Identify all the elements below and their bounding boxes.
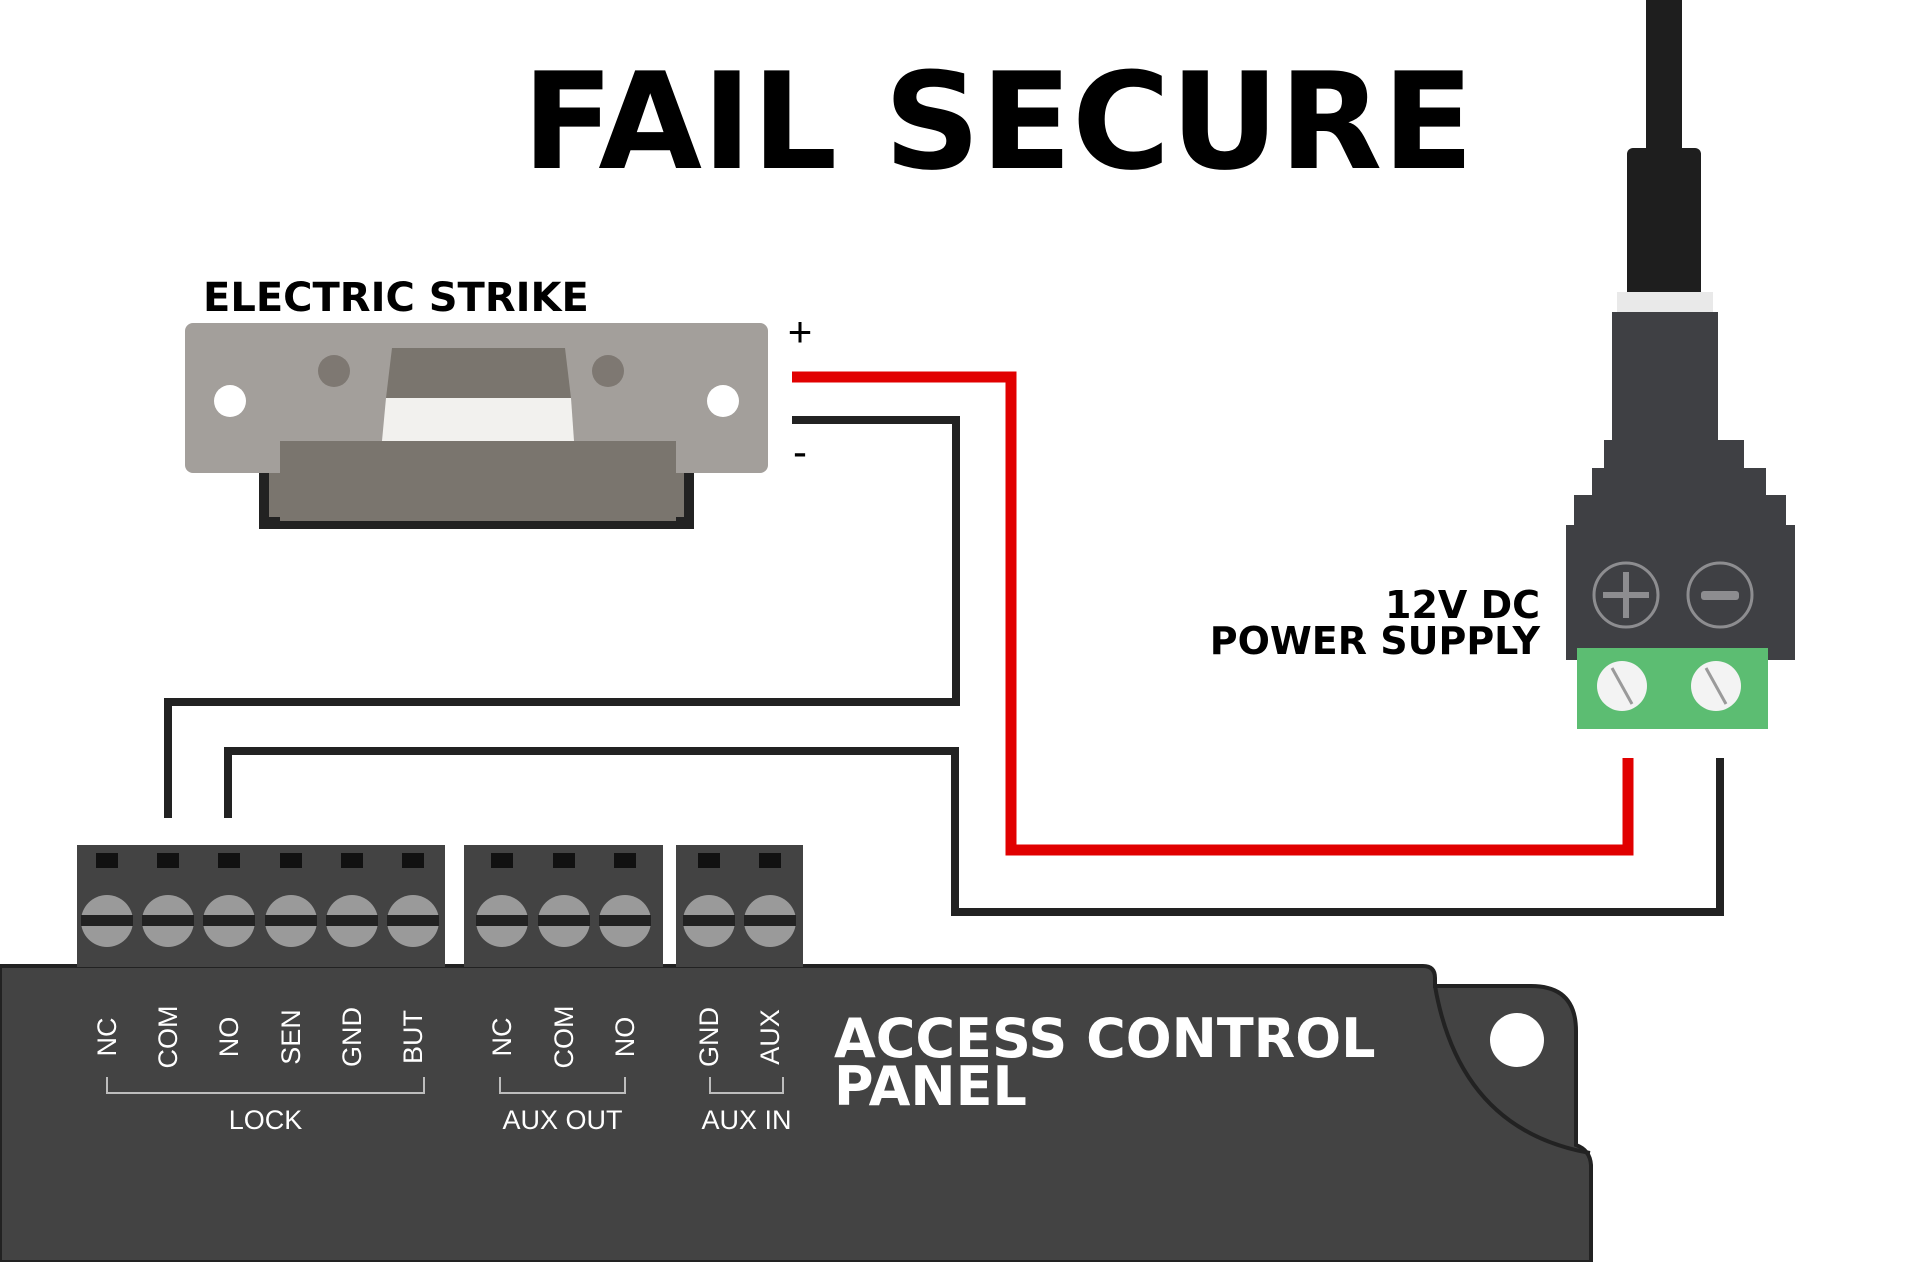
terminal-screw-icon [142, 895, 194, 947]
strike-keeper [386, 348, 571, 398]
wire-entry-icon [553, 853, 575, 868]
terminal-blocks [77, 845, 803, 967]
electric-strike-label: ELECTRIC STRIKE [203, 275, 589, 321]
wire-entry-icon [341, 853, 363, 868]
wire-entry-icon [759, 853, 781, 868]
adapter-ring [1617, 292, 1713, 312]
diagram-title: FAIL SECURE [522, 44, 1474, 200]
terminal-screw-icon [683, 895, 735, 947]
power-supply-label-line1: 12V DC [1385, 583, 1540, 627]
terminal-label-gnd: GND [694, 1007, 724, 1067]
terminal-screw-icon [326, 895, 378, 947]
power-supply-adapter [1566, 0, 1795, 729]
power-cable [1646, 0, 1682, 160]
wire-entry-icon [402, 853, 424, 868]
terminal-label-but: BUT [398, 1010, 428, 1064]
adapter-body [1566, 312, 1795, 660]
strike-housing [280, 441, 676, 521]
terminal-label-no: NO [214, 1017, 244, 1058]
aux-out-group-label: AUX OUT [502, 1105, 622, 1135]
aux-in-group-label: AUX IN [701, 1105, 791, 1135]
lock-group-label: LOCK [229, 1105, 303, 1135]
mounting-hole-icon [214, 385, 246, 417]
negative-wire-strike-to-com [164, 416, 960, 818]
lock-group-bracket [106, 1077, 425, 1094]
terminal-screw-icon [1691, 661, 1741, 711]
strike-minus-sign: - [793, 428, 807, 475]
wire-entry-icon [698, 853, 720, 868]
power-supply-label-line2: POWER SUPPLY [1210, 619, 1541, 663]
terminal-screw-icon [387, 895, 439, 947]
wire-entry-icon [218, 853, 240, 868]
terminal-label-com: COM [549, 1006, 579, 1069]
electric-strike [185, 323, 768, 529]
strike-keeper-light [382, 398, 574, 441]
terminal-screw-icon [81, 895, 133, 947]
strike-plus-sign: + [788, 308, 813, 355]
terminal-label-no: NO [610, 1017, 640, 1058]
terminal-label-gnd: GND [337, 1007, 367, 1067]
wire-entry-icon [157, 853, 179, 868]
negative-wire-no-to-supply [224, 747, 1724, 916]
terminal-label-com: COM [153, 1006, 183, 1069]
mounting-hole-icon [707, 385, 739, 417]
terminal-label-nc: NC [487, 1018, 517, 1057]
panel-mount-ear-edge [1433, 985, 1591, 1155]
plus-symbol-icon [1592, 561, 1660, 629]
panel-label-line2: PANEL [834, 1055, 1027, 1118]
terminal-label-nc: NC [92, 1018, 122, 1057]
panel-label-line1: ACCESS CONTROL [834, 1007, 1376, 1070]
terminal-screw-icon [265, 895, 317, 947]
wire-entry-icon [614, 853, 636, 868]
terminal-screw-icon [476, 895, 528, 947]
lock-terminal-block [77, 845, 445, 967]
terminal-screw-icon [1597, 661, 1647, 711]
wire-entry-icon [280, 853, 302, 868]
screw-icon [318, 355, 350, 387]
screw-icon [592, 355, 624, 387]
terminal-screw-icon [599, 895, 651, 947]
terminal-label-sen: SEN [276, 1009, 306, 1065]
terminal-screw-icon [203, 895, 255, 947]
wire-entry-icon [491, 853, 513, 868]
aux-out-group-bracket [499, 1077, 626, 1094]
aux-in-group-bracket [709, 1077, 784, 1094]
wire-entry-icon [96, 853, 118, 868]
positive-wire [792, 371, 1634, 856]
cable-strain-relief [1627, 148, 1701, 298]
terminal-label-aux: AUX [755, 1009, 785, 1065]
terminal-labels: NC COM NO SEN GND BUT LOCK NC COM NO AUX OUT GND AUX… [92, 1006, 792, 1136]
terminal-screw-icon [744, 895, 796, 947]
access-control-panel [0, 964, 1593, 1262]
panel-mounting-hole-icon [1490, 1013, 1544, 1067]
minus-symbol-icon [1686, 561, 1754, 629]
terminal-screw-icon [538, 895, 590, 947]
